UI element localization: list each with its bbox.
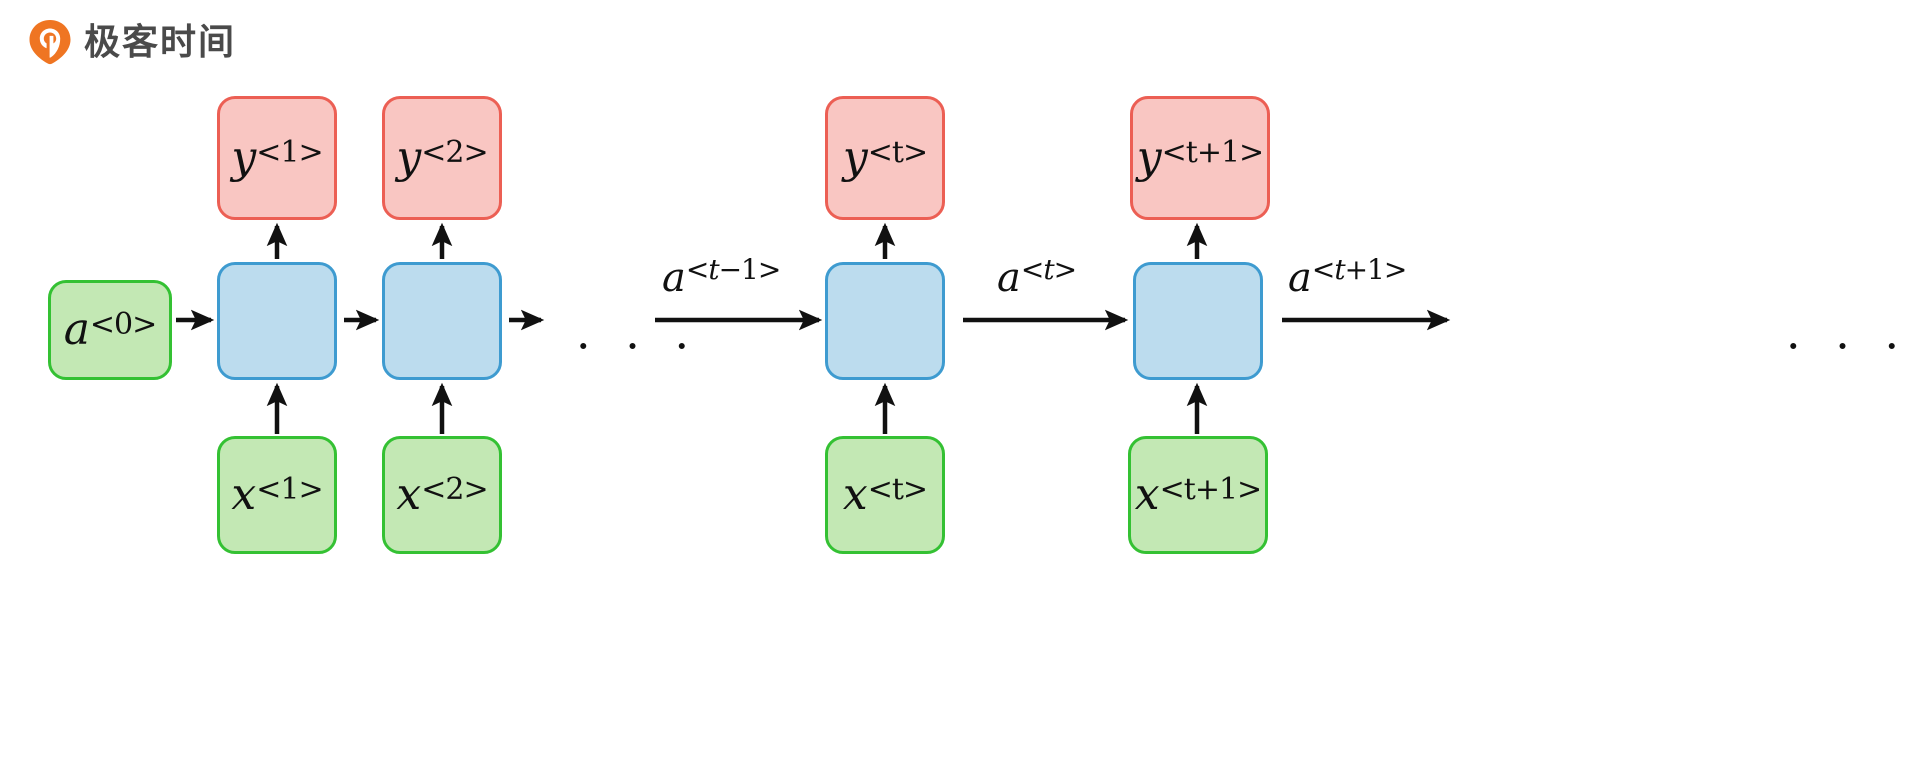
edge-label-base: a [662,255,686,301]
edge-label-base: a [1288,255,1312,301]
node-input-a0[interactable]: a<0> [48,280,172,380]
edge-label-sup-var: t [1334,252,1345,286]
geektime-pin-icon [29,20,71,65]
node-input-x2[interactable]: x<2> [382,436,502,554]
node-label: y<t> [843,134,928,180]
node-label-sup: <2> [421,471,488,507]
node-label-base: x [842,469,868,520]
edge-label-sup: <t+1> [1311,252,1407,286]
edge-label-sup-var: t [708,252,719,286]
node-input-xt[interactable]: x<t> [825,436,945,554]
node-label-sup: <1> [256,471,323,507]
node-label-sup: <t+1> [1159,471,1263,507]
node-label-base: x [396,469,422,520]
node-label-sup: <0> [89,306,157,342]
node-input-xt1[interactable]: x<t+1> [1128,436,1268,554]
node-output-yt[interactable]: y<t> [825,96,945,220]
edge-label-sup: <t−1> [685,252,781,286]
node-output-yt1[interactable]: y<t+1> [1130,96,1270,220]
node-label-sup: <t> [867,134,928,170]
node-label: x<t+1> [1135,471,1263,517]
node-label-sup: <t> [867,471,928,507]
node-label-base: y [1136,132,1162,183]
node-output-y1[interactable]: y<1> [217,96,337,220]
brand-logo: 极客时间 [28,16,236,68]
edge-label-a-t-minus-1: a<t−1> [662,255,781,301]
node-label-base: y [842,132,868,183]
ellipsis-left: · · · [576,319,700,373]
node-label-base: y [396,132,422,183]
node-label-base: x [1134,469,1160,520]
edge-label-base: a [997,255,1021,301]
node-label: y<2> [396,134,488,180]
edge-label-sup-rest: +1 [1344,252,1385,286]
node-hidden-ht[interactable] [825,262,945,380]
node-label: y<1> [231,134,323,180]
node-label: x<1> [231,471,323,517]
edge-label-sup-rest: −1 [718,252,759,286]
node-label-base: a [63,304,90,355]
node-hidden-h1[interactable] [217,262,337,380]
node-label-sup: <2> [421,134,488,170]
node-hidden-h2[interactable] [382,262,502,380]
node-label-base: y [231,132,257,183]
ellipsis-right: · · · [1786,319,1910,373]
brand-name: 极客时间 [84,21,237,62]
edge-label-sup: <t> [1020,252,1077,286]
edge-label-sup-var: t [1043,252,1054,286]
node-output-y2[interactable]: y<2> [382,96,502,220]
node-label: y<t+1> [1137,134,1265,180]
node-label-base: x [231,469,257,520]
node-hidden-ht1[interactable] [1133,262,1263,380]
node-label: a<0> [64,306,158,352]
node-label: x<t> [843,471,928,517]
edge-label-a-t-plus-1: a<t+1> [1288,255,1407,301]
node-label-sup: <t+1> [1161,134,1265,170]
node-input-x1[interactable]: x<1> [217,436,337,554]
node-label: x<2> [396,471,488,517]
edge-label-a-t: a<t> [997,255,1077,301]
node-label-sup: <1> [256,134,323,170]
